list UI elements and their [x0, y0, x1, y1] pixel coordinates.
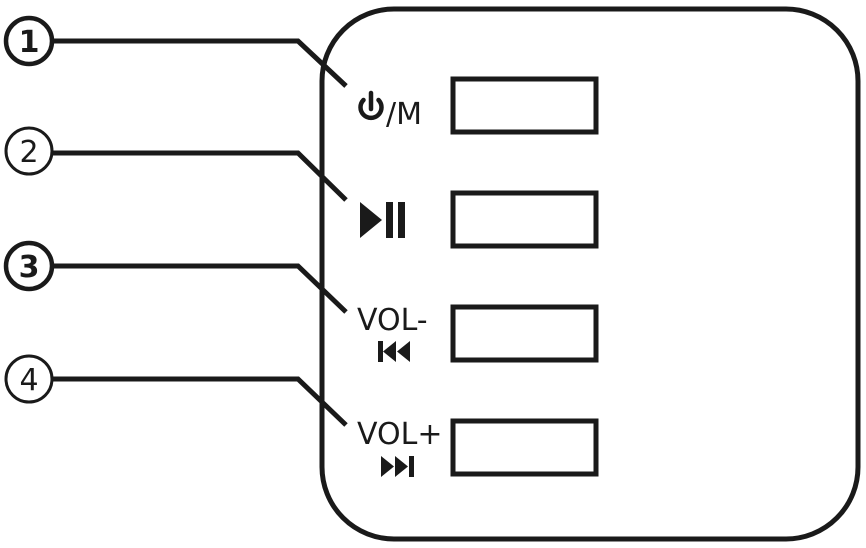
callout-number: 1	[19, 25, 40, 60]
callout-4: 4	[4, 354, 348, 427]
volume-up-control: VOL+	[357, 417, 599, 477]
leader-line	[52, 376, 348, 427]
power-mode-button[interactable]	[450, 76, 599, 135]
callout-number: 3	[19, 250, 40, 285]
volume-up-button[interactable]	[450, 418, 599, 477]
callout-1: 1	[3, 15, 348, 88]
leader-line	[52, 38, 348, 88]
volume-up-label: VOL+	[357, 417, 442, 452]
power-mode-control: /M	[358, 76, 599, 135]
callout-3: 3	[3, 240, 348, 314]
callout-number: 2	[19, 135, 38, 170]
play-pause-icon	[360, 202, 405, 238]
previous-track-icon	[378, 341, 410, 362]
volume-down-control: VOL-	[357, 303, 599, 363]
power-icon	[358, 90, 384, 121]
play-pause-control	[360, 190, 599, 249]
device-panel-outline	[319, 6, 861, 542]
callout-number: 4	[19, 363, 38, 398]
leader-line	[52, 150, 348, 202]
leader-line	[52, 263, 348, 314]
power-mode-label: /M	[386, 97, 422, 132]
play-pause-button[interactable]	[450, 190, 599, 249]
callout-2: 2	[4, 126, 348, 202]
volume-down-label: VOL-	[357, 303, 428, 338]
next-track-icon	[381, 456, 414, 477]
volume-down-button[interactable]	[450, 304, 599, 363]
